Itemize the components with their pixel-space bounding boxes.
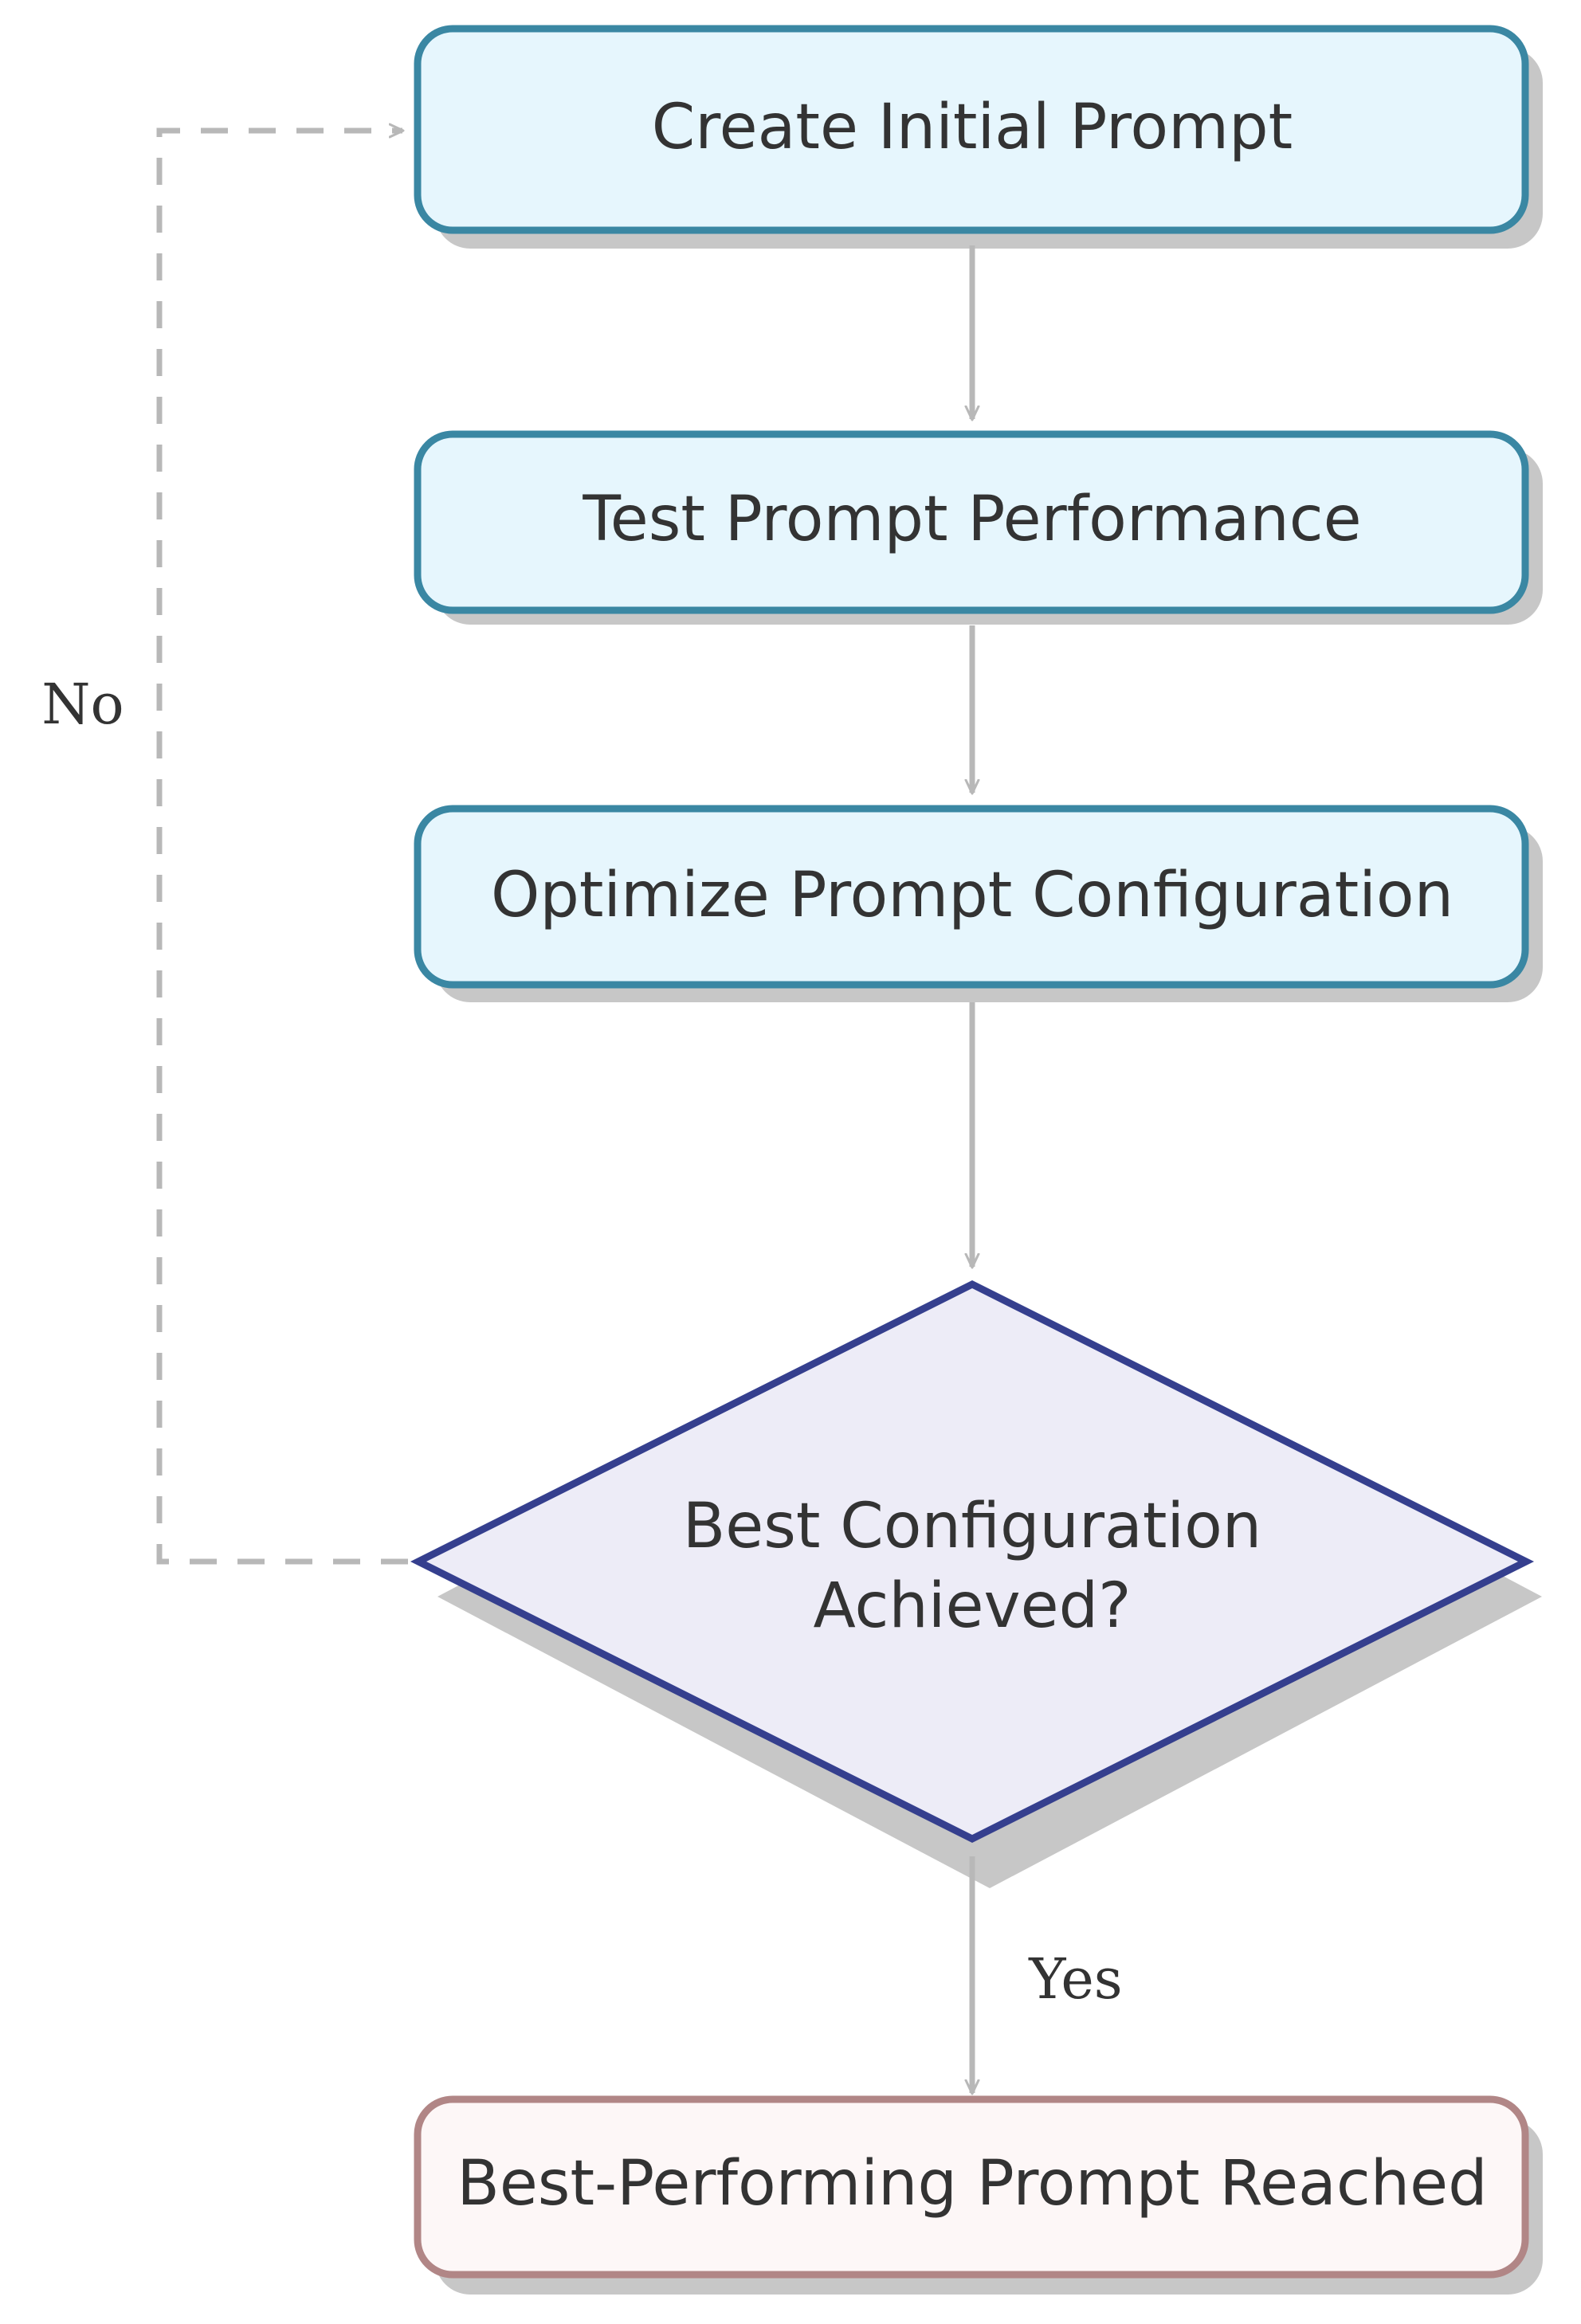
decision-label-line2: Achieved? xyxy=(813,1570,1131,1642)
test-prompt-performance-label: Test Prompt Performance xyxy=(582,484,1361,555)
optimize-prompt-configuration-label: Optimize Prompt Configuration xyxy=(491,860,1454,931)
yes-edge-label: Yes xyxy=(1028,1946,1122,2012)
labels: Create Initial Prompt Test Prompt Perfor… xyxy=(41,92,1487,2220)
optimize-prompt-configuration-box xyxy=(414,805,1529,989)
decision-diamond xyxy=(410,1280,1535,1844)
decision-label-line1: Best Configuration xyxy=(683,1491,1262,1562)
edges xyxy=(156,131,972,2093)
node-shadows xyxy=(435,48,1543,2295)
arrow-no-loop xyxy=(156,131,408,1565)
test-prompt-performance-box xyxy=(414,430,1529,614)
create-initial-prompt-label: Create Initial Prompt xyxy=(652,92,1293,163)
create-initial-prompt-box xyxy=(414,25,1529,234)
nodes xyxy=(410,25,1535,2279)
best-performing-prompt-label: Best-Performing Prompt Reached xyxy=(457,2148,1487,2220)
no-edge-label: No xyxy=(41,672,124,737)
best-performing-prompt-box xyxy=(414,2095,1529,2279)
